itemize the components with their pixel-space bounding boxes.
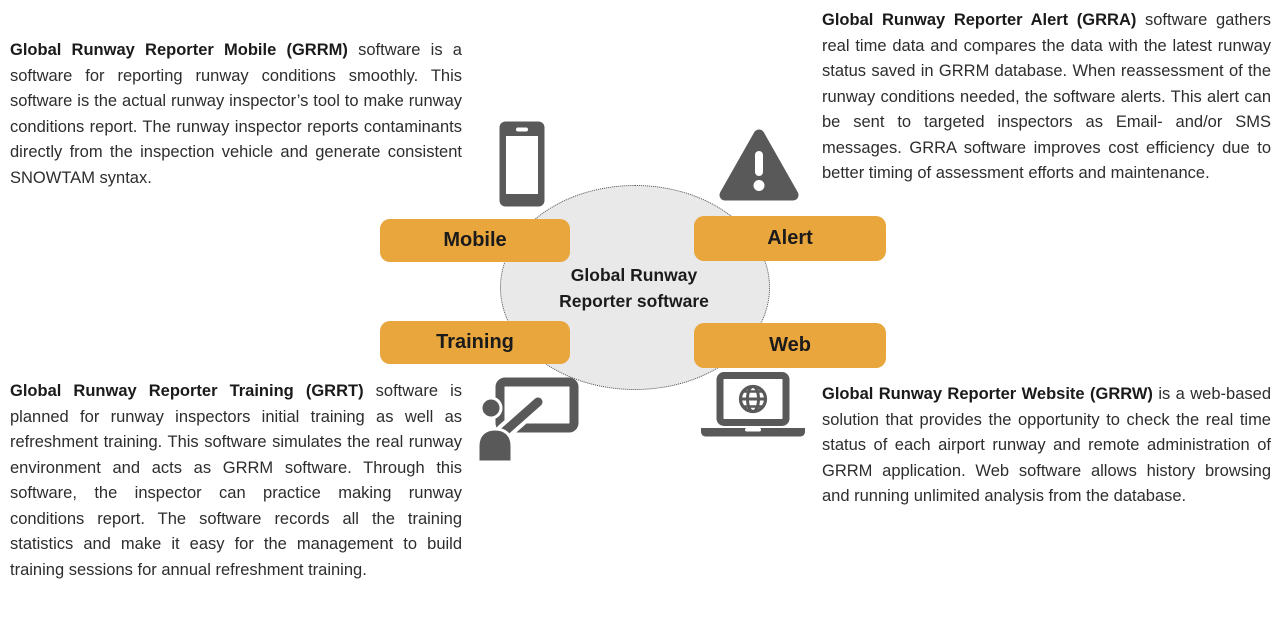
center-title-line1: Global Runway bbox=[570, 265, 698, 285]
grra-heading: Global Runway Reporter Alert (GRRA) bbox=[822, 11, 1137, 29]
smartphone-icon bbox=[499, 121, 545, 207]
node-mobile: Mobile bbox=[380, 219, 570, 262]
grrw-description: Global Runway Reporter Website (GRRW) is… bbox=[822, 382, 1271, 510]
laptop-globe-icon bbox=[701, 372, 805, 437]
center-title-line2: Reporter software bbox=[559, 291, 709, 311]
grrw-body-text: is a web-based solution that provides th… bbox=[822, 385, 1271, 505]
node-alert: Alert bbox=[694, 216, 886, 261]
node-web: Web bbox=[694, 323, 886, 368]
trainer-presentation-icon bbox=[478, 377, 579, 462]
center-title: Global Runway Reporter software bbox=[500, 262, 768, 314]
grrw-heading: Global Runway Reporter Website (GRRW) bbox=[822, 385, 1153, 403]
grrt-description: Global Runway Reporter Training (GRRT) s… bbox=[10, 379, 462, 583]
grra-body-text: software gathers real time data and comp… bbox=[822, 11, 1272, 182]
grrt-heading: Global Runway Reporter Training (GRRT) bbox=[10, 382, 364, 400]
warning-triangle-icon bbox=[719, 129, 799, 201]
node-training: Training bbox=[380, 321, 570, 364]
grrm-heading: Global Runway Reporter Mobile (GRRM) bbox=[10, 41, 348, 59]
grrm-body-text: software is a software for reporting run… bbox=[10, 41, 462, 187]
grrt-body-text: software is planned for runway inspector… bbox=[10, 382, 462, 579]
grra-description: Global Runway Reporter Alert (GRRA) soft… bbox=[822, 8, 1271, 187]
grrm-description: Global Runway Reporter Mobile (GRRM) sof… bbox=[10, 38, 462, 191]
